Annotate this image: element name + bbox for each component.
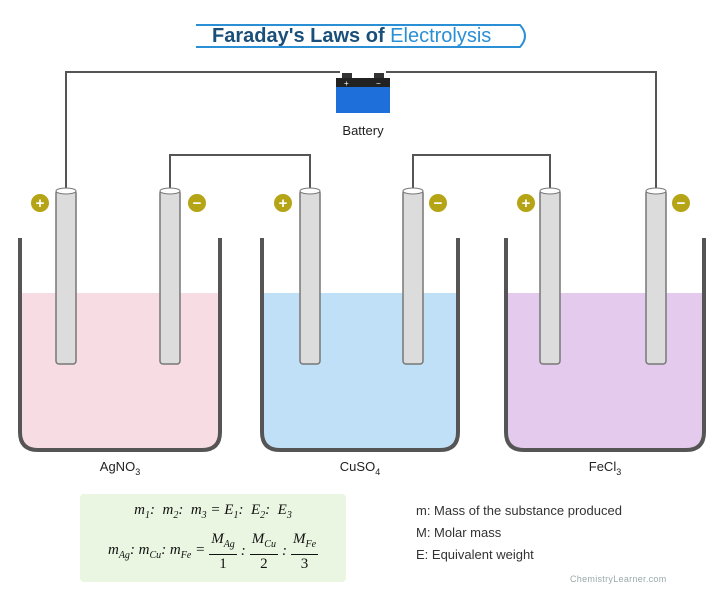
circuit-wires	[65, 71, 657, 190]
plus-icon	[31, 194, 49, 212]
page-title: Faraday's Laws of Electrolysis	[212, 25, 491, 47]
frac-fe-num: Fe	[305, 539, 317, 550]
f-lhs-cu: Cu	[149, 550, 162, 561]
formula-row-1: m1: m2: m3 = E1: E2: E3	[134, 502, 292, 521]
f-lhs-ag: Ag	[118, 550, 130, 561]
solution-fecl3	[508, 293, 702, 448]
electrode-cap	[539, 187, 561, 195]
battery-terminal-negative	[374, 73, 384, 78]
cathode-sign-cuso4: −	[434, 195, 443, 212]
site-credit: ChemistryLearner.com	[570, 574, 667, 584]
anode-sign-cuso4: +	[279, 195, 288, 212]
label-fecl3-main: FeCl	[589, 459, 617, 474]
frac-cu-den: 2	[260, 556, 268, 572]
wire-cell2-cell3	[412, 154, 551, 190]
cathode-sign-fecl3: −	[677, 195, 686, 212]
f-e2: 2	[260, 510, 266, 521]
f-colon: :	[281, 543, 287, 559]
electrode-cap	[159, 187, 181, 195]
f-lhs-fe: Fe	[180, 550, 192, 561]
solution-agno3	[22, 293, 218, 448]
beaker-outline-agno3	[18, 238, 222, 452]
minus-icon	[188, 194, 206, 212]
electrode-cathode-fecl3	[645, 189, 667, 365]
title-banner: Faraday's Laws of Electrolysis	[196, 24, 526, 48]
label-agno3-main: AgNO	[100, 459, 135, 474]
electrode-cathode-agno3	[159, 189, 181, 365]
beaker-outline-cuso4	[260, 238, 460, 452]
electrode-anode-cuso4	[299, 189, 321, 365]
f-m2: 2	[173, 510, 179, 521]
battery-minus-sign: −	[376, 79, 381, 88]
label-agno3-sub: 3	[135, 467, 140, 477]
f-lhs: mAg: mCu: mFe =	[107, 542, 206, 561]
legend-mass: m: Mass of the substance produced	[416, 503, 622, 518]
title-part2: Electrolysis	[390, 25, 491, 47]
battery-label: Battery	[342, 123, 384, 138]
formula-box: m1: m2: m3 = E1: E2: E3 mAg: mCu: mFe = …	[80, 494, 346, 582]
label-fecl3: FeCl3	[589, 459, 621, 477]
battery-body	[336, 87, 390, 113]
label-cuso4: CuSO4	[340, 459, 380, 477]
label-cuso4-sub: 4	[375, 467, 380, 477]
polarity-markers: + − + − + −	[31, 194, 690, 212]
title-banner-outline	[196, 24, 526, 48]
electrode-cap	[645, 187, 667, 195]
beaker-outline-fecl3	[504, 238, 706, 452]
f-e3: 3	[286, 510, 292, 521]
minus-icon	[429, 194, 447, 212]
plus-icon	[274, 194, 292, 212]
electrode-cap	[402, 187, 424, 195]
f-e1: 1	[233, 510, 239, 521]
anode-sign-agno3: +	[36, 195, 45, 212]
solution-labels: AgNO3 CuSO4 FeCl3	[100, 459, 621, 477]
frac-fe-den: 3	[300, 556, 309, 572]
electrode-anode-agno3	[55, 189, 77, 365]
electrode-cathode-cuso4	[402, 189, 424, 365]
battery-plus-sign: +	[344, 79, 349, 88]
label-agno3: AgNO3	[100, 459, 140, 477]
minus-icon	[672, 194, 690, 212]
anode-sign-fecl3: +	[522, 195, 531, 212]
wire-battery-positive	[65, 71, 340, 190]
f-m1: 1	[145, 510, 151, 521]
title-part1: Faraday's Laws of	[212, 25, 390, 47]
wire-cell1-cell2	[169, 154, 311, 190]
electrode-cap	[299, 187, 321, 195]
f-m3: 3	[201, 510, 207, 521]
battery-top	[336, 78, 390, 87]
beaker-fecl3	[504, 238, 706, 452]
cathode-sign-agno3: −	[193, 195, 202, 212]
plus-icon	[517, 194, 535, 212]
battery-icon: + − Battery	[336, 73, 390, 138]
electrode-cap	[55, 187, 77, 195]
legend-molar-mass: M: Molar mass	[416, 525, 502, 540]
legend-equivalent-weight: E: Equivalent weight	[416, 547, 534, 562]
electrode-anode-fecl3	[539, 189, 561, 365]
legend: m: Mass of the substance produced M: Mol…	[416, 500, 622, 566]
beaker-agno3	[18, 238, 222, 452]
battery-terminal-positive	[342, 73, 352, 78]
label-fecl3-sub: 3	[616, 467, 621, 477]
beaker-cuso4	[260, 238, 460, 452]
wire-battery-negative	[386, 71, 657, 190]
electrodes	[55, 189, 667, 365]
electrode-caps	[55, 187, 667, 195]
label-cuso4-main: CuSO	[340, 459, 375, 474]
solution-cuso4	[264, 293, 456, 448]
frac-ag-num: Ag	[223, 539, 235, 550]
frac-ag-den: 1	[219, 556, 227, 572]
f-colon: :	[240, 543, 246, 559]
frac-cu-num: Cu	[264, 539, 276, 550]
